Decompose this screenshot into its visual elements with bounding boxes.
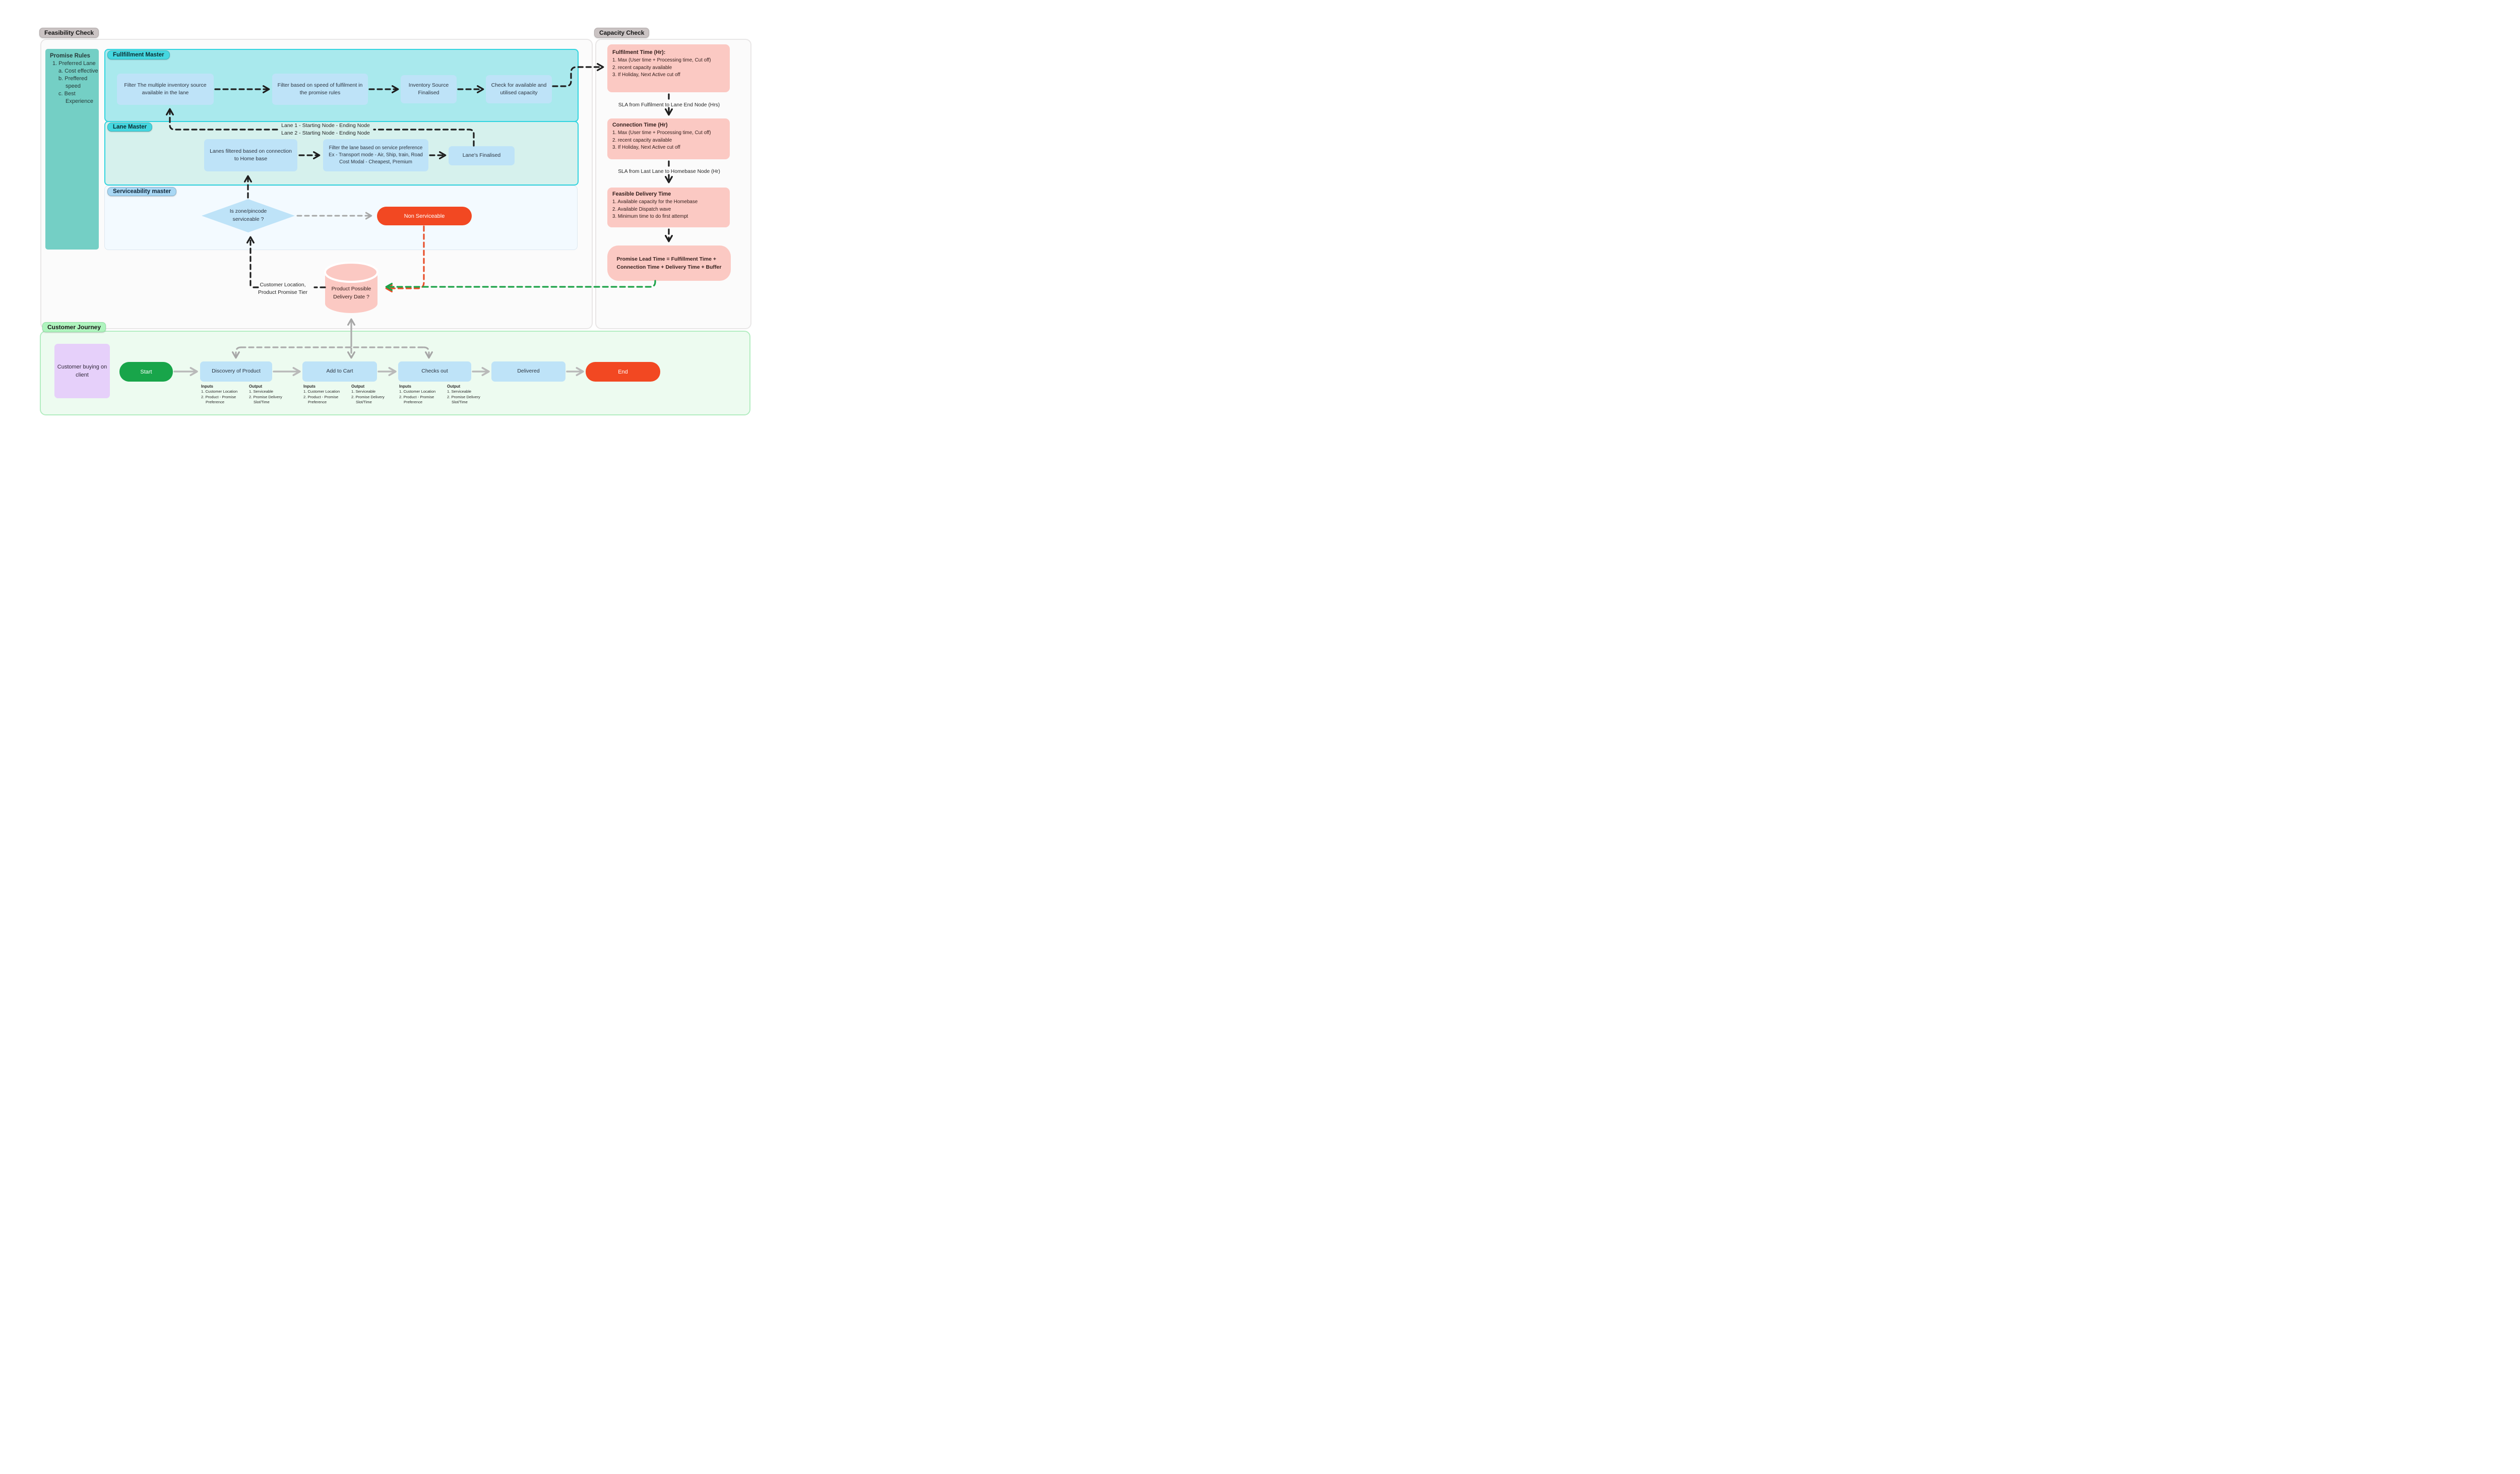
connection-time-item: 2. recent capacity available [612,137,672,143]
journey-step-checks-out[interactable]: Checks out [398,361,471,382]
non-serviceable-node[interactable]: Non Serviceable [377,207,472,225]
feasible-delivery-title: Feasible Delivery Time [612,191,671,197]
lane-step-filter-service-preference[interactable]: Filter the lane based on service prefere… [323,139,428,171]
io-block-discovery: Inputs 1. Customer Location 2. Product -… [201,384,291,405]
promise-rules-subitem: a. Cost effective [58,68,98,74]
fulfillment-step-inventory-finalised[interactable]: Inventory Source Finalised [401,75,457,103]
io-block-checks-out: Inputs 1. Customer Location 2. Product -… [399,384,489,405]
diagram-canvas: Feasibility Check Capacity Check Custome… [0,0,776,446]
customer-location-label: Customer Location, Product Promise Tier [258,282,308,296]
feasible-delivery-item: 2. Available Dispatch wave [612,206,671,212]
customer-journey-label[interactable]: Customer Journey [42,322,106,332]
promise-lead-time-node[interactable]: Promise Lead Time = Fulfillment Time + C… [607,245,731,281]
io-output-title: Output [351,384,365,389]
fulfilment-time-item: 2. recent capacity available [612,65,672,71]
connection-time-item: 3. If Holiday, Next Active cut off [612,145,680,150]
cylinder-label: Product Possible Delivery Date ? [331,286,371,300]
io-inputs-title: Inputs [303,384,316,389]
feasible-delivery-item: 1. Available capacity for the Homebase [612,199,698,205]
io-input: 1. Customer Location [201,389,238,394]
io-output: 2. Promise Delivery Slot/Time [351,394,385,405]
io-input: 1. Customer Location [399,389,436,394]
io-input: 2. Product - Promise Preference [201,394,236,405]
io-output: 1. Serviceable [249,389,274,394]
connection-time-title: Connection Time (Hr) [612,122,668,128]
connection-time-box[interactable]: Connection Time (Hr) 1. Max (User time +… [607,118,730,159]
lane-step-lanes-finalised[interactable]: Lane's Finalised [449,146,515,165]
fulfilment-time-item: 1. Max (User time + Processing time, Cut… [612,57,711,63]
promise-rules-subitem: b. Preffered speed [58,76,88,89]
io-output: 1. Serviceable [447,389,472,394]
customer-client-box[interactable]: Customer buying on client [54,344,110,398]
promise-rules-subitem: c. Best Experience [58,91,94,104]
fulfilment-time-box[interactable]: Fulfilment Time (Hr): 1. Max (User time … [607,44,730,92]
serviceability-master-section[interactable] [104,186,578,250]
io-output: 2. Promise Delivery Slot/Time [249,394,282,405]
promise-rules-title: Promise Rules [50,53,90,59]
lane-step-filtered-connection[interactable]: Lanes filtered based on connection to Ho… [204,139,297,171]
feasibility-check-label[interactable]: Feasibility Check [39,28,99,38]
start-node[interactable]: Start [119,362,173,382]
connection-time-item: 1. Max (User time + Processing time, Cut… [612,130,711,136]
fulfilment-time-title: Fulfilment Time (Hr): [612,49,666,55]
io-output: 1. Serviceable [351,389,376,394]
journey-step-add-to-cart[interactable]: Add to Cart [302,361,377,382]
fulfillment-step-check-capacity[interactable]: Check for available and utilised capacit… [486,75,552,103]
io-output: 2. Promise Delivery Slot/Time [447,394,480,405]
sla-fulfilment-label: SLA from Fulfilment to Lane End Node (Hr… [618,102,720,108]
capacity-check-label[interactable]: Capacity Check [594,28,650,38]
journey-step-discovery[interactable]: Discovery of Product [200,361,272,382]
lane-note-2: Lane 2 - Starting Node - Ending Node [281,130,370,136]
io-input: 2. Product - Promise Preference [303,394,339,405]
lane-note-1: Lane 1 - Starting Node - Ending Node [281,122,370,129]
feasible-delivery-box[interactable]: Feasible Delivery Time 1. Available capa… [607,188,730,227]
feasible-delivery-item: 3. Minimum time to do first attempt [612,214,688,219]
io-input: 1. Customer Location [303,389,340,394]
io-inputs-title: Inputs [399,384,411,389]
io-input: 2. Product - Promise Preference [399,394,434,405]
journey-step-delivered[interactable]: Delivered [491,361,565,382]
end-node[interactable]: End [586,362,660,382]
io-output-title: Output [447,384,461,389]
promise-rules-box[interactable]: Promise Rules 1. Preferred Lane a. Cost … [45,49,99,250]
fulfillment-step-filter-speed[interactable]: Filter based on speed of fulfilment in t… [272,74,368,105]
fulfillment-step-filter-inventory[interactable]: Filter The multiple inventory source ava… [117,74,214,105]
lane-master-tag[interactable]: Lane Master [107,122,153,132]
serviceability-master-tag[interactable]: Serviceability master [107,187,177,196]
fulfilment-time-item: 3. If Holiday, Next Active cut off [612,72,680,78]
promise-rules-item: 1. Preferred Lane [52,60,96,67]
sla-homebase-label: SLA from Last Lane to Homebase Node (Hr) [618,169,720,174]
io-inputs-title: Inputs [201,384,213,389]
io-block-add-to-cart: Inputs 1. Customer Location 2. Product -… [303,384,394,405]
fulfillment-master-tag[interactable]: Fullfillment Master [107,50,170,59]
io-output-title: Output [249,384,263,389]
